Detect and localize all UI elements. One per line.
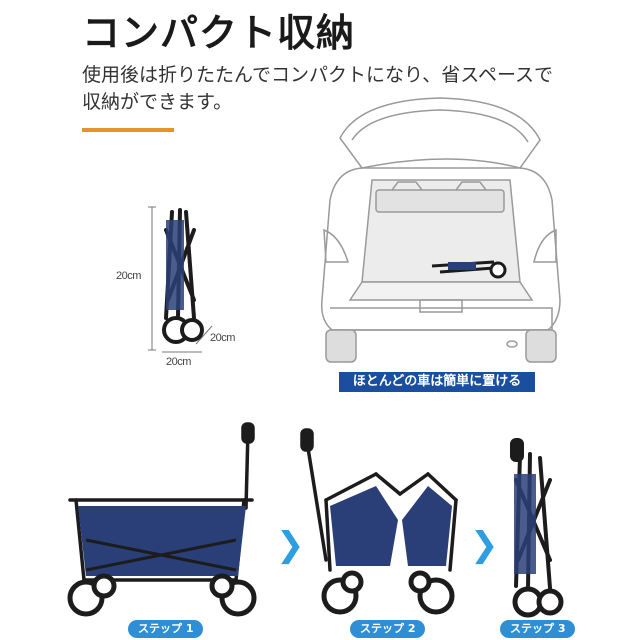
- height-dimension-label: 20cm: [116, 270, 141, 282]
- depth-dimension-label: 20cm: [210, 332, 235, 344]
- chevron-right-icon: ❯: [276, 525, 305, 565]
- car-caption-badge: ほとんどの車は簡単に置ける: [339, 372, 535, 392]
- page-title: コンパクト収納: [82, 11, 356, 55]
- step-3-label: ステップ 3: [500, 620, 576, 638]
- step-1-label: ステップ 1: [128, 620, 204, 638]
- accent-divider: [82, 128, 174, 132]
- step-2-label: ステップ 2: [350, 620, 426, 638]
- width-dimension-label: 20cm: [166, 356, 191, 368]
- description-text: 使用後は折りたたんでコンパクトになり、省スペースで収納ができます。: [82, 64, 554, 113]
- chevron-right-icon: ❯: [470, 525, 499, 565]
